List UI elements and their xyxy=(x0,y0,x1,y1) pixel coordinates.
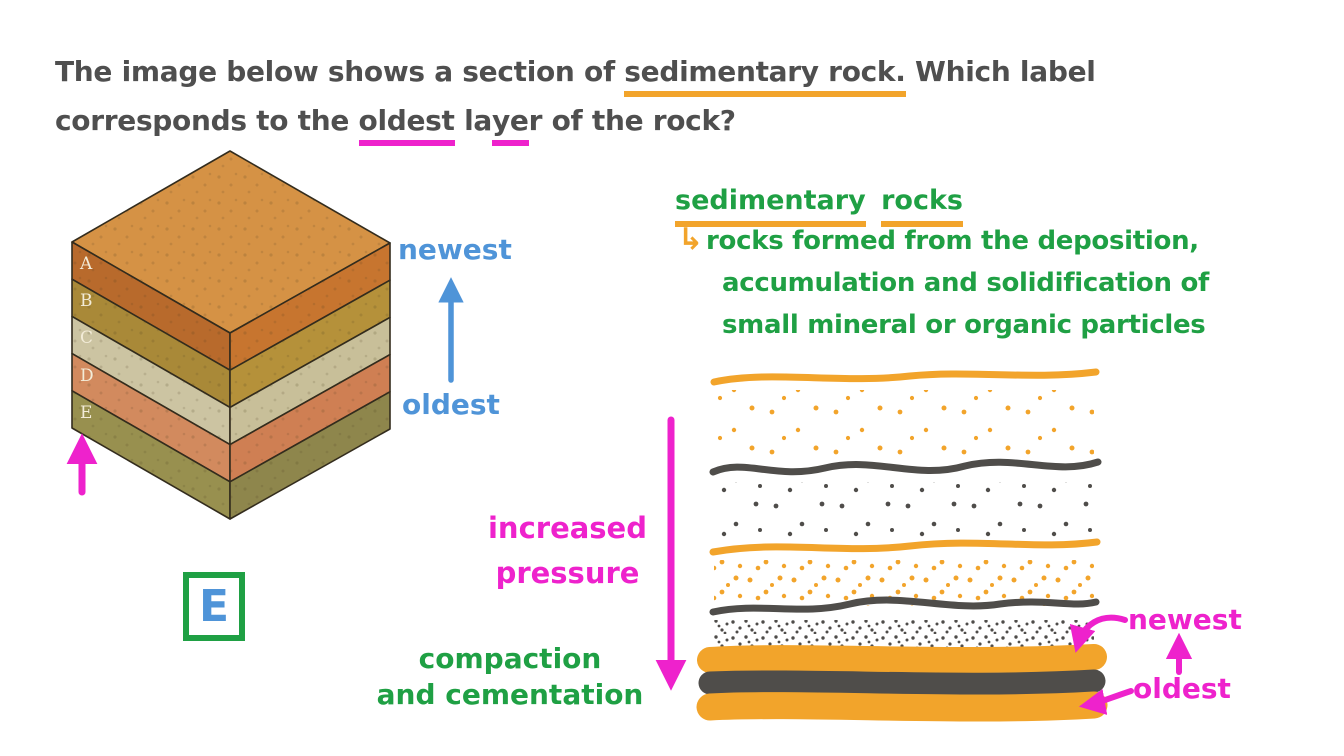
sediment-dots-dark xyxy=(714,482,1096,546)
definition-line: accumulation and solidification of xyxy=(722,268,1210,298)
age-up-arrow-icon xyxy=(438,277,464,383)
sediment-band-orange-newest xyxy=(697,644,1107,674)
sediment-oldest-arrow-icon xyxy=(1078,688,1134,715)
heading-word: rocks xyxy=(881,184,963,227)
oldest-layer-pointer-arrow-icon xyxy=(66,433,98,496)
question-segment: corresponds to the xyxy=(55,104,359,137)
definition-line: small mineral or organic particles xyxy=(722,310,1206,340)
process-line: and cementation xyxy=(376,678,644,711)
question-segment: The image below shows a section of xyxy=(55,55,625,88)
sediment-line-dark xyxy=(709,458,1102,476)
sediment-newest-label: newest xyxy=(1128,603,1242,636)
heading-word: sedimentary xyxy=(675,184,866,227)
underlined-sedimentary-rock: sedimentary rock. xyxy=(624,55,906,97)
increased-pressure-label: increased pressure xyxy=(455,506,680,596)
sediment-label-arrows xyxy=(1069,614,1193,715)
pressure-line: pressure xyxy=(495,556,640,590)
layer-label: C xyxy=(80,328,93,348)
question-segment: r of the rock? xyxy=(528,104,736,137)
question-segment: Which label xyxy=(905,55,1096,88)
question-text: The image below shows a section of sedim… xyxy=(55,48,1325,146)
answer-box: E xyxy=(183,572,245,641)
layer-label: B xyxy=(80,291,93,311)
bullet-arrow-icon: ↳ xyxy=(678,222,704,257)
underlined-oldest: oldest xyxy=(358,104,455,146)
question-segment: la xyxy=(454,104,492,137)
grain-texture xyxy=(72,151,390,333)
sediment-layers-diagram xyxy=(696,368,1108,722)
definition-line: rocks formed from the deposition, xyxy=(706,226,1199,256)
layer-label: E xyxy=(80,403,92,423)
underlined-layer-part: ye xyxy=(491,104,529,146)
sediment-oldest-label: oldest xyxy=(1133,672,1231,705)
grain-texture xyxy=(72,242,230,519)
sediment-speckle-band xyxy=(712,620,1094,648)
sediment-dots-orange xyxy=(714,390,1094,462)
pressure-down-arrow-icon xyxy=(655,416,687,691)
rock-layers-3d-diagram: A B C D E xyxy=(71,150,391,520)
question-line-1: The image below shows a section of sedim… xyxy=(55,48,1325,97)
answer-letter: E xyxy=(198,581,230,632)
sediment-band-dark xyxy=(698,669,1106,696)
sediment-newest-arrow-icon xyxy=(1069,614,1128,653)
grain-texture xyxy=(230,243,390,519)
compaction-cementation-label: compaction and cementation xyxy=(360,641,660,713)
sediment-line-orange xyxy=(710,368,1100,386)
sediment-band-orange-oldest xyxy=(696,691,1108,722)
process-line: compaction xyxy=(418,642,602,675)
question-line-2: corresponds to the oldest layer of the r… xyxy=(55,97,1325,146)
layer-label: A xyxy=(79,254,93,274)
newest-label-blue: newest xyxy=(398,233,512,266)
layer-label: D xyxy=(80,366,94,386)
pressure-line: increased xyxy=(487,511,647,545)
sediment-line-dark xyxy=(709,596,1100,616)
oldest-label-blue: oldest xyxy=(402,388,500,421)
sediment-line-orange xyxy=(709,538,1101,556)
sedimentary-rocks-heading: sedimentary rocks xyxy=(675,184,963,227)
